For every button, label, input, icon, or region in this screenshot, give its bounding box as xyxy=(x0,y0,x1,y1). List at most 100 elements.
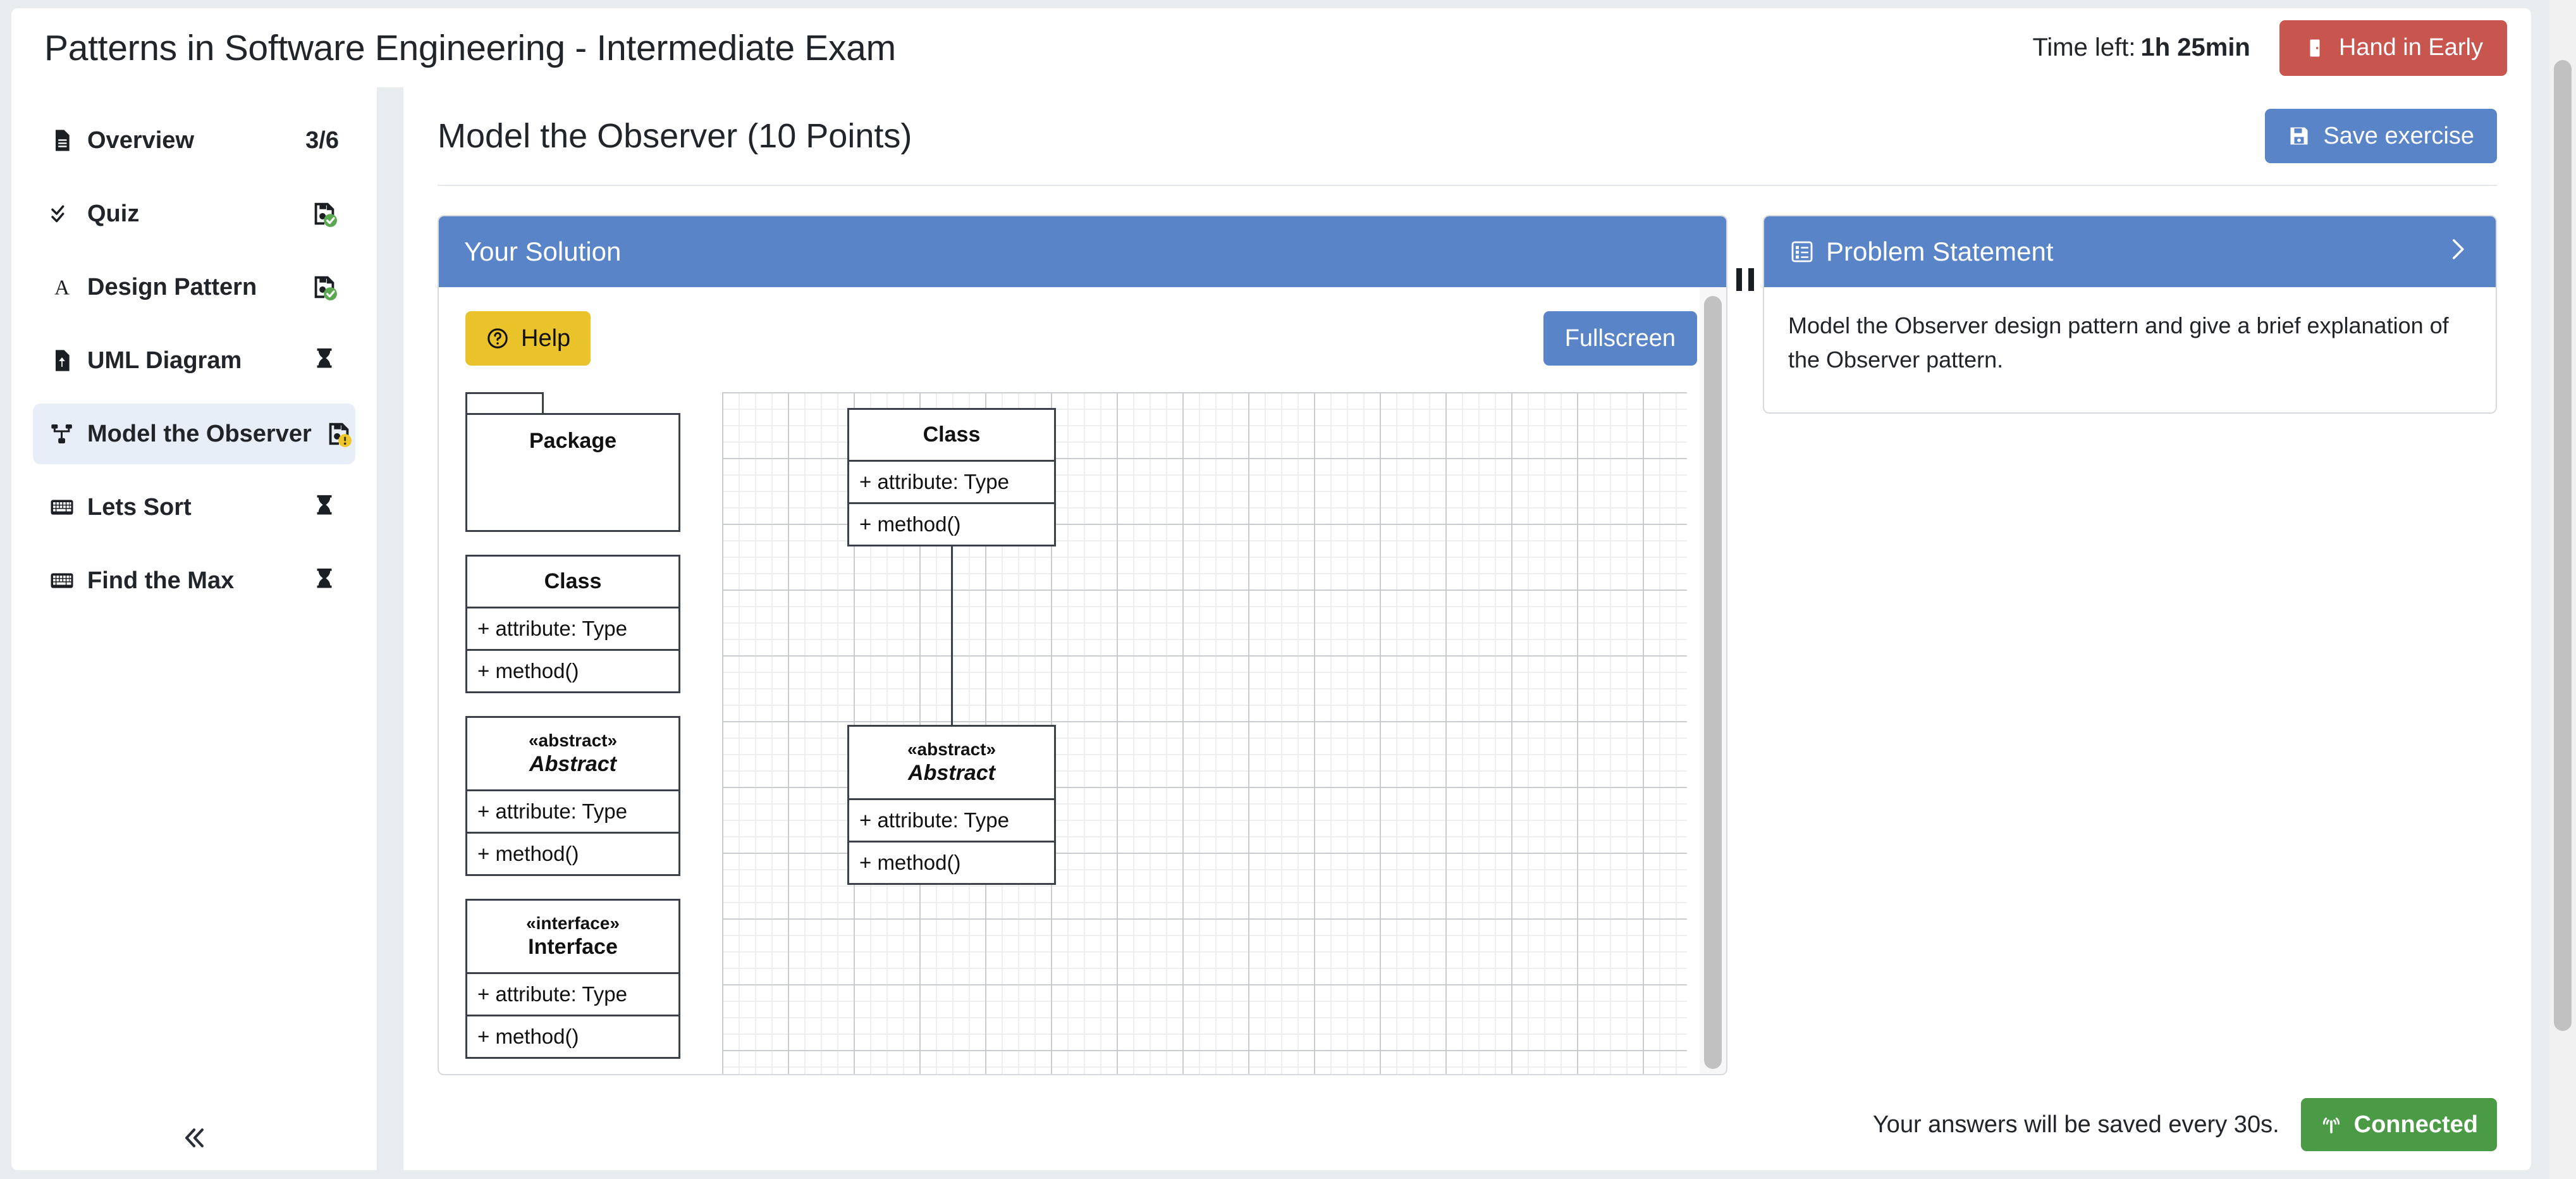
sidebar-item-label: UML Diagram xyxy=(87,347,242,374)
sidebar-item-status xyxy=(310,273,339,302)
canvas-abstract-title: «abstract» Abstract xyxy=(849,727,1054,798)
time-left: Time left:1h 25min xyxy=(2032,34,2250,62)
keyboard-icon xyxy=(49,495,75,520)
hand-in-icon xyxy=(2303,37,2326,59)
palette-class-method: + method() xyxy=(467,649,678,691)
floppy-disk-icon xyxy=(2288,125,2310,147)
problem-statement-panel: Problem Statement Model the Observer des… xyxy=(1763,215,2497,414)
palette-interface-method: + method() xyxy=(467,1015,678,1057)
sidebar-item-design-pattern[interactable]: A Design Pattern xyxy=(33,257,355,318)
check-list-icon xyxy=(49,201,75,226)
sidebar-item-model-the-observer[interactable]: Model the Observer xyxy=(33,404,355,464)
sidebar-item-status xyxy=(324,419,353,448)
palette-abstract-attribute: + attribute: Type xyxy=(467,789,678,832)
your-solution-title: Your Solution xyxy=(464,237,622,266)
sidebar-item-label: Overview xyxy=(87,127,194,154)
help-button[interactable]: Help xyxy=(465,311,591,366)
fullscreen-button[interactable]: Fullscreen xyxy=(1543,311,1697,366)
palette-item-abstract[interactable]: «abstract» Abstract + attribute: Type + … xyxy=(465,716,680,876)
page-scrollbar[interactable] xyxy=(2549,0,2576,1179)
list-detail-icon xyxy=(1789,239,1815,264)
package-body: Package xyxy=(465,413,680,532)
connection-status-label: Connected xyxy=(2353,1111,2478,1138)
palette-interface-title: «interface» Interface xyxy=(467,901,678,972)
canvas-class-method: + method() xyxy=(849,502,1054,545)
canvas-class-title: Class xyxy=(923,423,981,447)
palette-item-package[interactable]: Package xyxy=(465,392,680,532)
grip-icon xyxy=(1736,268,1754,291)
sidebar-item-lets-sort[interactable]: Lets Sort xyxy=(33,477,355,538)
sidebar-item-status xyxy=(310,493,339,522)
palette-abstract-stereotype: «abstract» xyxy=(528,731,618,750)
palette-item-class[interactable]: Class + attribute: Type + method() xyxy=(465,555,680,693)
chevron-right-icon[interactable] xyxy=(2444,236,2470,268)
sidebar-item-uml-diagram[interactable]: UML Diagram xyxy=(33,330,355,391)
inheritance-edge[interactable] xyxy=(951,512,953,725)
palette-interface-stereotype: «interface» xyxy=(526,913,620,933)
question-circle-icon xyxy=(486,326,510,350)
sidebar-item-status xyxy=(310,199,339,228)
time-left-label: Time left: xyxy=(2032,34,2136,61)
save-exercise-label: Save exercise xyxy=(2323,122,2474,149)
header-right-group: Time left:1h 25min Hand in Early xyxy=(2032,20,2507,76)
canvas-node-abstract[interactable]: «abstract» Abstract + attribute: Type + … xyxy=(847,725,1056,885)
package-tab xyxy=(465,392,544,414)
sidebar-item-label: Lets Sort xyxy=(87,493,192,521)
keyboard-icon xyxy=(49,568,75,593)
sitemap-icon xyxy=(49,421,75,447)
page-title: Model the Observer (10 Points) xyxy=(438,117,912,155)
canvas-abstract-name: Abstract xyxy=(908,761,995,785)
page-scrollbar-thumb[interactable] xyxy=(2554,60,2572,1031)
hand-in-early-button[interactable]: Hand in Early xyxy=(2279,20,2507,76)
scrollbar-thumb[interactable] xyxy=(1704,296,1722,1069)
palette-abstract-name: Abstract xyxy=(529,752,616,776)
problem-statement-text: Model the Observer design pattern and gi… xyxy=(1788,312,2449,373)
app-header: Patterns in Software Engineering - Inter… xyxy=(11,8,2531,87)
status-footer: Your answers will be saved every 30s. Co… xyxy=(1873,1098,2497,1151)
editor-toolbar: Help Fullscreen xyxy=(465,311,1697,366)
overview-progress-count: 3/6 xyxy=(305,127,339,154)
palette-interface-attribute: + attribute: Type xyxy=(467,972,678,1015)
chevron-double-left-icon xyxy=(180,1124,208,1155)
sidebar-item-label: Design Pattern xyxy=(87,273,257,300)
exercise-header: Model the Observer (10 Points) Save exer… xyxy=(438,109,2497,186)
sidebar-item-status xyxy=(310,346,339,375)
signal-icon xyxy=(2320,1113,2343,1136)
solution-panel-scrollbar[interactable] xyxy=(1700,287,1726,1074)
palette-abstract-title: «abstract» Abstract xyxy=(467,718,678,789)
file-upload-icon xyxy=(49,348,75,373)
sidebar-item-find-the-max[interactable]: Find the Max xyxy=(33,550,355,611)
panel-splitter-handle[interactable] xyxy=(1727,215,1763,1075)
sidebar-item-label: Quiz xyxy=(87,200,140,227)
problem-statement-header[interactable]: Problem Statement xyxy=(1764,216,2496,287)
sidebar-collapse-button[interactable] xyxy=(11,1124,377,1155)
saved-ok-icon xyxy=(310,273,339,302)
hourglass-icon xyxy=(310,493,339,522)
sidebar-item-label: Model the Observer xyxy=(87,420,312,447)
autosave-note: Your answers will be saved every 30s. xyxy=(1872,1111,2279,1138)
problem-statement-body: Model the Observer design pattern and gi… xyxy=(1764,287,2496,412)
save-exercise-button[interactable]: Save exercise xyxy=(2265,109,2497,163)
uml-shape-palette: Package Class + attribute: Type + method… xyxy=(465,392,680,1059)
sidebar-item-overview[interactable]: Overview 3/6 xyxy=(33,110,355,171)
canvas-node-class[interactable]: Class + attribute: Type + method() xyxy=(847,408,1056,546)
main-content: Model the Observer (10 Points) Save exer… xyxy=(403,87,2531,1170)
time-left-value: 1h 25min xyxy=(2140,34,2250,61)
problem-statement-title-group: Problem Statement xyxy=(1789,237,2054,267)
diagram-canvas[interactable]: Class + attribute: Type + method() «abst… xyxy=(722,392,1687,1074)
sidebar-item-label: Find the Max xyxy=(87,567,235,594)
sidebar-item-quiz[interactable]: Quiz xyxy=(33,183,355,244)
problem-statement-title: Problem Statement xyxy=(1826,237,2054,266)
palette-abstract-method: + method() xyxy=(467,832,678,874)
saved-warn-icon xyxy=(324,419,353,448)
uml-editor[interactable]: Help Fullscreen Package C xyxy=(439,287,1726,1074)
hourglass-icon xyxy=(310,346,339,375)
help-label: Help xyxy=(521,324,571,352)
canvas-class-attribute: + attribute: Type xyxy=(849,460,1054,502)
text-letter-a-icon: A xyxy=(49,275,75,300)
palette-class-attribute: + attribute: Type xyxy=(467,607,678,649)
palette-item-interface[interactable]: «interface» Interface + attribute: Type … xyxy=(465,899,680,1059)
palette-package-title: Package xyxy=(529,429,616,453)
sidebar: Overview 3/6 Quiz A Design Pattern xyxy=(11,87,377,1170)
your-solution-header: Your Solution xyxy=(439,216,1726,287)
